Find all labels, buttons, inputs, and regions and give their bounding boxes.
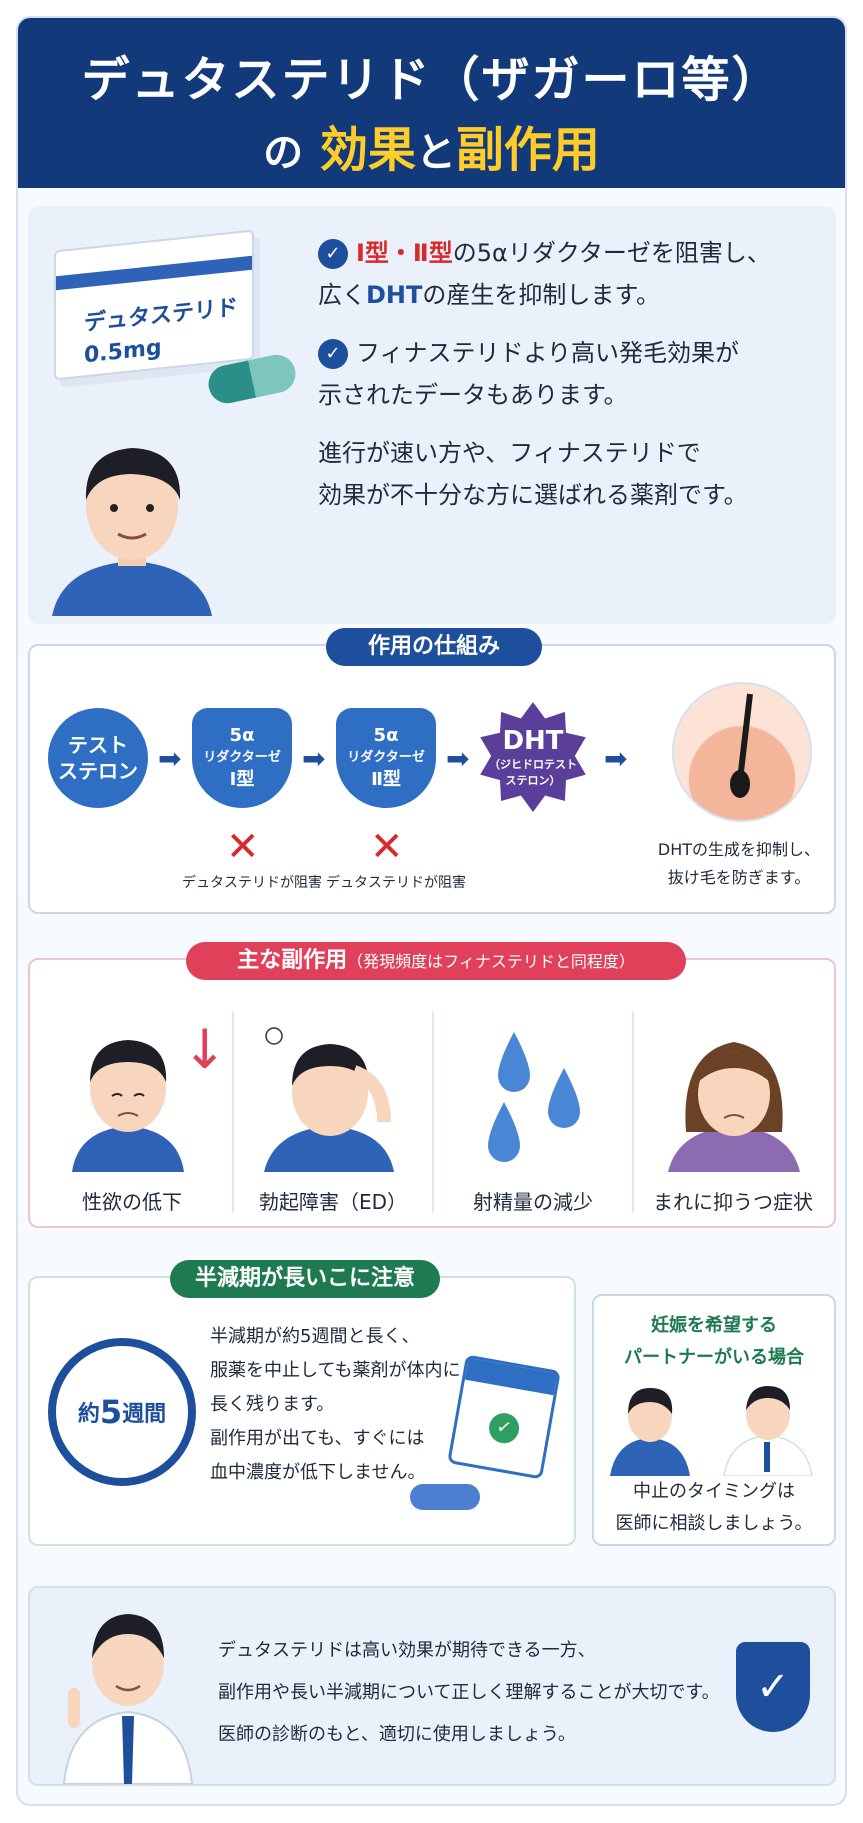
medicine-box: デュタステリド 0.5mg (54, 229, 254, 381)
half-life-text: 半減期が約5週間と長く、 服薬を中止しても薬剤が体内に 長く残ります。 副作用が… (210, 1326, 461, 1483)
point-2: ✓フィナステリドより高い発毛効果が 示されたデータもあります。 (318, 339, 740, 409)
block-label-1: デュタステリドが阻害 (182, 875, 322, 891)
pregnancy-title: 妊娠を希望するパートナーがいる場合 (624, 1315, 804, 1368)
pregnancy-section: 妊娠を希望するパートナーがいる場合 中止のタイミングは医師に相談しましょう。 (592, 1294, 836, 1546)
arrow-right-icon: ➡ (158, 742, 182, 775)
mechanism-title: 作用の仕組み (326, 628, 542, 666)
header-banner: デュタステリド（ザガーロ等） の 効果と副作用 (18, 18, 845, 188)
calendar-icon: ✓ (447, 1354, 561, 1480)
summary-text: デュタステリドは高い効果が期待できる一方、 副作用や長い半減期について正しく理解… (218, 1640, 720, 1745)
block-label-2: デュタステリドが阻害 (326, 875, 466, 891)
arrow-down-icon: ↓ (182, 1018, 228, 1081)
pregnancy-note: 中止のタイミングは医師に相談しましょう。 (615, 1481, 813, 1534)
hair-follicle-illustration (672, 682, 812, 822)
check-icon: ✓ (318, 239, 348, 269)
side-effect-depression: まれに抑うつ症状 (632, 1012, 832, 1214)
page-title-line1: デュタステリド（ザガーロ等） (81, 52, 782, 108)
side-effect-label: 勃起障害（ED） (258, 1190, 408, 1214)
side-effect-ed: 勃起障害（ED） (232, 1012, 432, 1214)
arrow-right-icon: ➡ (302, 742, 326, 775)
arrow-right-icon: ➡ (604, 742, 628, 775)
side-effect-label: 性欲の低下 (82, 1190, 182, 1214)
infographic: デュタステリド（ザガーロ等） の 効果と副作用 デュタステリド 0.5mg ✓Ⅰ… (16, 16, 847, 1806)
side-effects-section: 主な副作用（発現頻度はフィナステリドと同程度） ↓ 性欲の低下 勃起障害（ED） (28, 942, 836, 1228)
mechanism-result: DHTの生成を抑制し、抜け毛を防ぎます。 (657, 840, 821, 887)
doctor-consultation-illustration (610, 1386, 813, 1476)
intro-section: デュタステリド 0.5mg ✓Ⅰ型・Ⅱ型の5αリダクターゼを阻害し、 広くDHT… (28, 206, 836, 624)
page-title-line2: の 効果と副作用 (263, 122, 600, 178)
side-effect-label: 射精量の減少 (473, 1190, 593, 1214)
side-effect-label: まれに抑うつ症状 (653, 1190, 813, 1214)
side-effect-ejaculation: 射精量の減少 (432, 1012, 632, 1214)
intro-note: 進行が速い方や、フィナステリドで効果が不十分な方に選ばれる薬剤です。 (318, 439, 748, 509)
capsule-icon (410, 1484, 480, 1510)
point-1: ✓Ⅰ型・Ⅱ型の5αリダクターゼを阻害し、 広くDHTの産生を抑制します。 (318, 239, 771, 309)
x-mark-icon: ✕ (226, 824, 260, 870)
product-name: デュタステリド (84, 295, 239, 337)
water-drop-icon (488, 1032, 580, 1162)
x-mark-icon: ✕ (370, 824, 404, 870)
man-illustration (52, 448, 212, 616)
node-dht: DHT（ジヒドロテストステロン） (480, 702, 586, 812)
side-effect-libido: ↓ 性欲の低下 (32, 1012, 232, 1214)
node-testosterone: テストステロン (48, 708, 148, 808)
shield-check-icon: ✓ (736, 1642, 810, 1732)
summary-section: デュタステリドは高い効果が期待できる一方、 副作用や長い半減期について正しく理解… (28, 1586, 836, 1786)
check-icon: ✓ (318, 339, 348, 369)
arrow-right-icon: ➡ (446, 742, 470, 775)
product-dose: 0.5mg (84, 335, 162, 369)
doctor-illustration (62, 1614, 194, 1784)
half-life-title: 半減期が長いこに注意 (170, 1260, 440, 1298)
side-effects-title: 主な副作用（発現頻度はフィナステリドと同程度） (186, 942, 686, 980)
